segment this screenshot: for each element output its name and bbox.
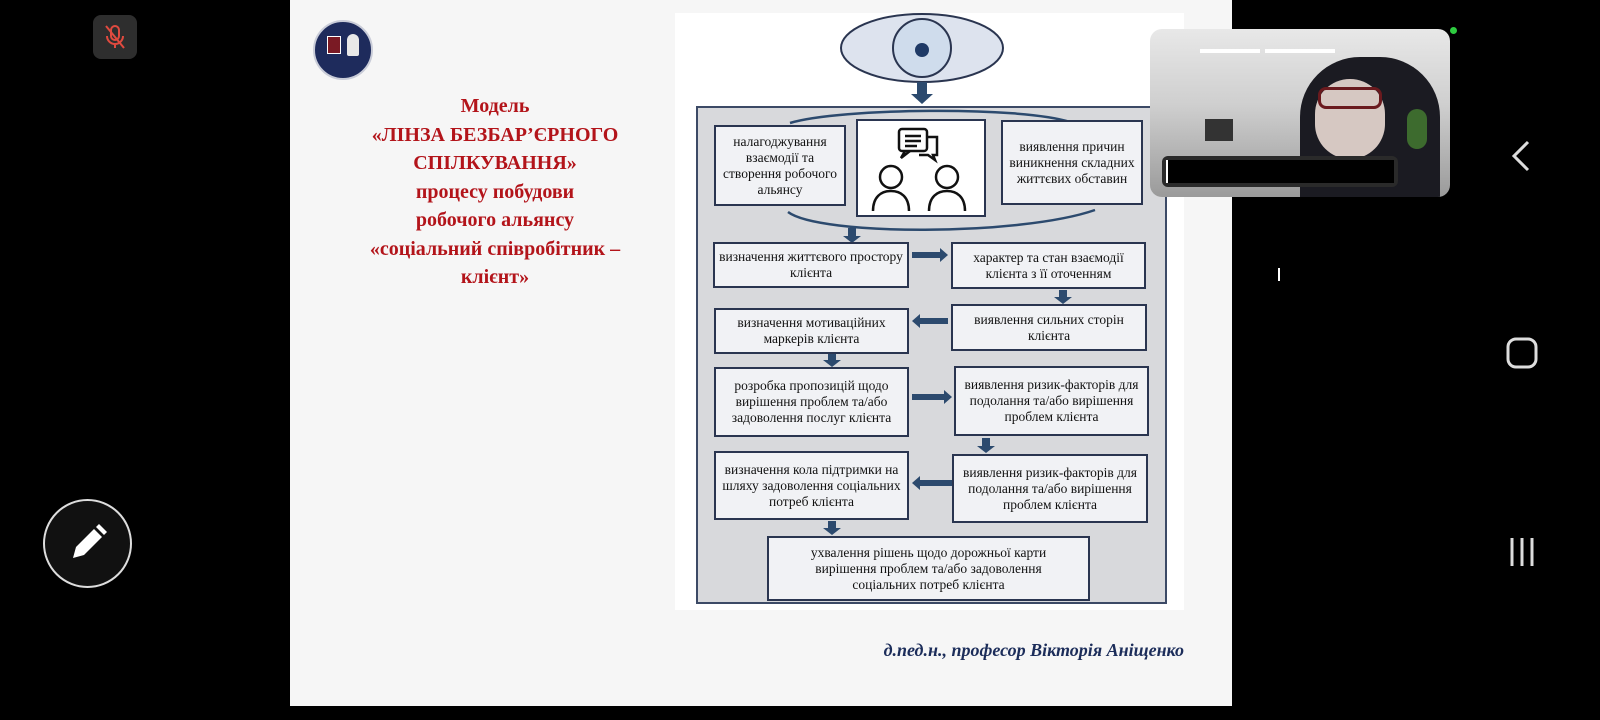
step-box: визначення життєвого простору клієнта [713, 242, 909, 288]
participant-name-bar [1162, 156, 1398, 187]
title-line: «соціальний співробітник – [369, 237, 621, 260]
title-line: процесу побудови [415, 180, 575, 203]
home-icon[interactable] [1505, 336, 1539, 370]
step-text: характер та стан взаємодії клієнта з її … [973, 249, 1124, 281]
step-text: визначення життєвого простору клієнта [719, 249, 903, 280]
step-box: виявлення причин виникнення складних жит… [1001, 120, 1143, 205]
title-line: «ЛІНЗА БЕЗБАР’ЄРНОГО [371, 123, 619, 146]
step-box: визначення мотиваційних маркерів клієнта [714, 308, 909, 354]
step-text: налагоджування взаємодії та створення ро… [723, 133, 837, 197]
recent-apps-icon[interactable] [1505, 535, 1539, 569]
status-dot [1450, 27, 1457, 34]
mic-muted-icon [105, 25, 125, 49]
participant-name [1166, 160, 1394, 183]
annotate-button[interactable] [43, 499, 132, 588]
flow-arrows [911, 82, 933, 104]
step-text: виявлення ризик-факторів для подолання т… [964, 377, 1139, 424]
step-text: виявлення ризик-факторів для подолання т… [962, 464, 1137, 512]
slide-title: Модель «ЛІНЗА БЕЗБАР’ЄРНОГО СПІЛКУВАННЯ»… [330, 92, 660, 292]
title-line: СПІЛКУВАННЯ» [413, 152, 577, 174]
author-signature: д.пед.н., професор Вікторія Аніщенко [883, 640, 1184, 660]
step-box: визначення кола підтримки на шляху задов… [714, 451, 909, 520]
step-text: виявлення сильних сторін клієнта [974, 311, 1124, 343]
title-line: клієнт» [460, 266, 530, 288]
title-line: Модель [460, 95, 530, 117]
pencil-icon [73, 524, 107, 558]
step-box: виявлення ризик-факторів для подолання т… [952, 454, 1148, 523]
mouse-cursor [1278, 268, 1280, 281]
step-box: виявлення сильних сторін клієнта [951, 304, 1147, 351]
step-text: ухвалення рішень щодо дорожньої карти ви… [810, 544, 1047, 592]
step-text: розробка пропозицій щодо вирішення пробл… [731, 378, 892, 425]
people-talking-icon [871, 127, 967, 212]
step-box: характер та стан взаємодії клієнта з її … [951, 242, 1146, 289]
participant-video[interactable] [1150, 29, 1450, 197]
dialogue-illustration [856, 119, 986, 217]
step-box: виявлення ризик-факторів для подолання т… [954, 366, 1149, 436]
step-text: визначення мотиваційних маркерів клієнта [737, 315, 886, 346]
back-icon[interactable] [1505, 138, 1539, 174]
university-logo [313, 20, 373, 80]
step-text: визначення кола підтримки на шляху задов… [722, 461, 901, 509]
mute-button[interactable] [93, 15, 137, 59]
step-box: розробка пропозицій щодо вирішення пробл… [714, 367, 909, 437]
step-box: налагоджування взаємодії та створення ро… [714, 125, 846, 206]
final-step-box: ухвалення рішень щодо дорожньої карти ви… [767, 536, 1090, 601]
title-line: робочого альянсу [415, 209, 575, 231]
step-text: виявлення причин виникнення складних жит… [1009, 138, 1135, 186]
eye-icon [840, 13, 1004, 83]
